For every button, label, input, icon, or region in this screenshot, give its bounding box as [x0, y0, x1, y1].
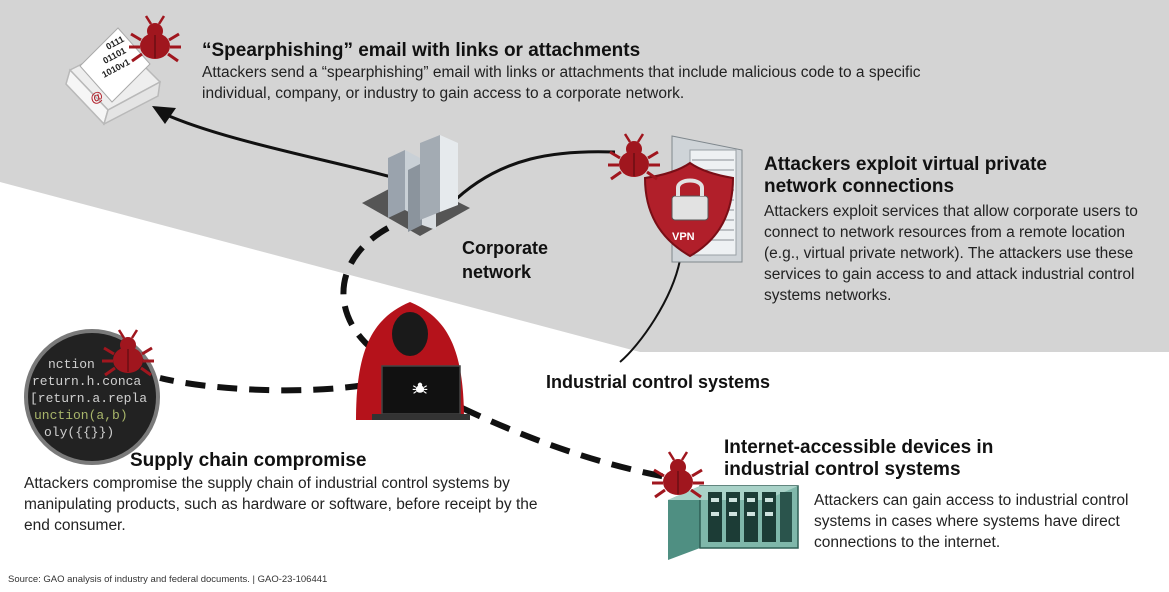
line-corporate-to-vpn — [448, 150, 616, 207]
internet-devices-title: Internet-accessible devices in industria… — [724, 437, 994, 480]
vpn-badge-text: VPN — [672, 231, 695, 243]
corporate-buildings-icon — [362, 135, 470, 236]
spearphishing-title: “Spearphishing” email with links or atta… — [202, 40, 641, 61]
vpn-title: Attackers exploit virtual private networ… — [764, 154, 1047, 197]
vpn-shield-icon: VPN — [643, 161, 735, 258]
spearphishing-body: Attackers send a “spearphishing” email w… — [202, 64, 921, 102]
supply-chain-title: Supply chain compromise — [130, 450, 367, 471]
code-line-3: [return.a.repla — [30, 391, 147, 406]
line-vpn-to-ics — [619, 259, 681, 363]
vpn-body: Attackers exploit services that allow co… — [764, 203, 1138, 304]
arrow-head — [152, 106, 176, 124]
gray-background-band — [0, 0, 1169, 352]
dashed-corporate-to-hacker — [340, 225, 390, 358]
code-line-2: return.h.conca — [32, 374, 141, 389]
supply-chain-body: Attackers compromise the supply chain of… — [24, 475, 538, 534]
code-line-1: nction — [48, 357, 95, 372]
dashed-hacker-to-supply — [159, 375, 366, 394]
hacker-icon — [356, 302, 470, 420]
code-line-5: oly({{}}) — [44, 425, 114, 440]
svg-text:@: @ — [87, 87, 105, 106]
internet-devices-body: Attackers can gain access to industrial … — [814, 492, 1129, 551]
dashed-hacker-to-devices — [460, 405, 673, 481]
corporate-network-label: Corporate network — [462, 238, 549, 282]
laptop-bug-icon — [412, 382, 428, 394]
industrial-controller-icon — [668, 485, 799, 560]
code-line-4: unction(a,b) — [34, 408, 128, 423]
industrial-control-systems-label: Industrial control systems — [546, 372, 771, 392]
arrow-corporate-to-email — [159, 110, 396, 180]
source-note: Source: GAO analysis of industry and fed… — [8, 574, 328, 585]
